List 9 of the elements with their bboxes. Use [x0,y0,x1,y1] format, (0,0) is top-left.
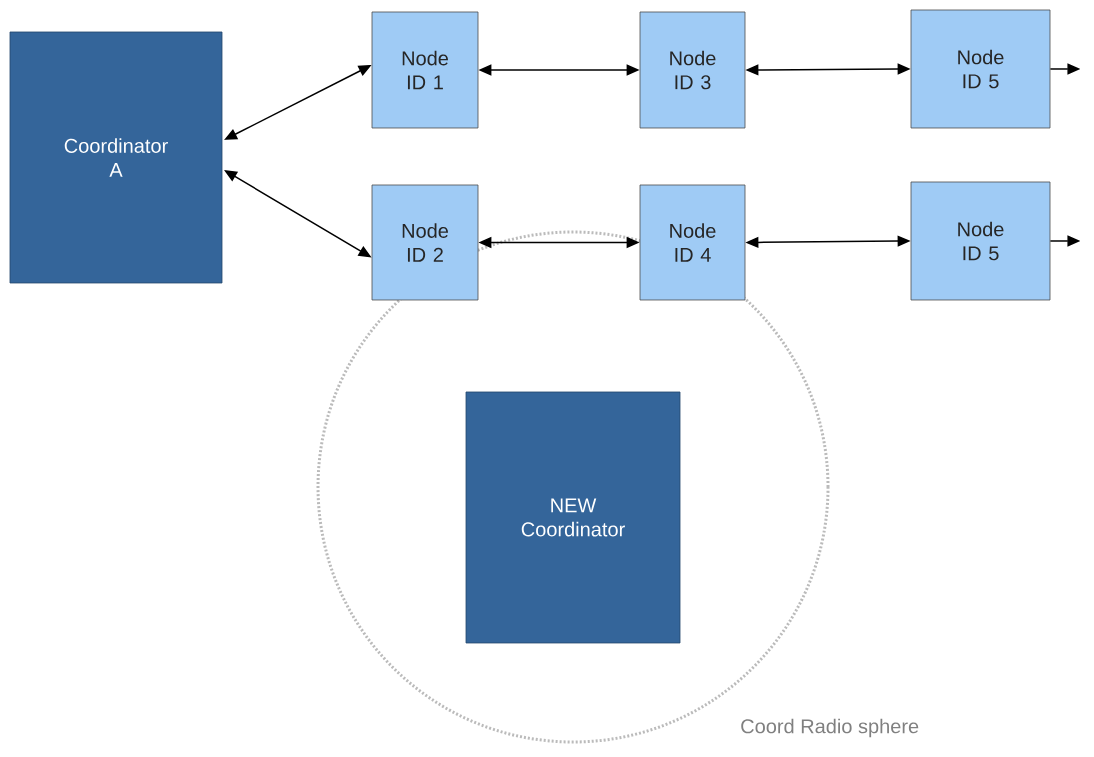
process-box: Node ID 5 [910,9,1051,129]
process-box: Node ID 3 [639,11,746,129]
process-box: Node ID 1 [371,11,479,129]
process-box: Node ID 4 [639,184,746,301]
process-box: NEW Coordinator [465,391,681,644]
node-label: Coord Radio sphere [741,718,919,738]
process-box: Coordinator A [9,31,223,284]
process-box: Node ID 5 [910,181,1051,301]
process-box: Node ID 2 [371,184,479,301]
